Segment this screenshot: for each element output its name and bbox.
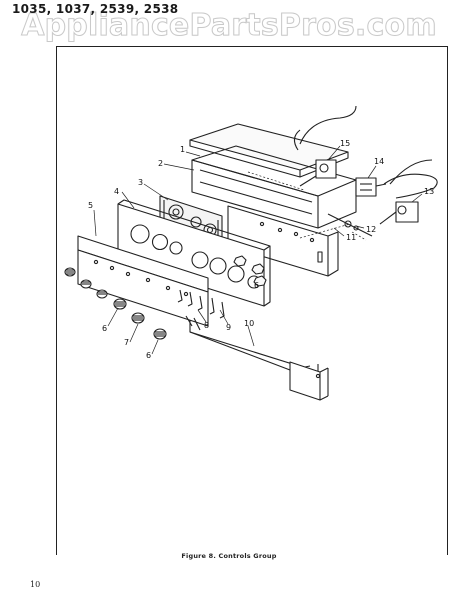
knob-e: [131, 312, 145, 324]
part-15-probe: [293, 105, 357, 187]
knob-f: [153, 328, 167, 340]
figure-frame: [56, 46, 448, 555]
callout-6c: 6: [254, 281, 259, 290]
part-10-lower-channel: [189, 320, 329, 401]
knob-c: [96, 289, 108, 299]
callout-lines: [93, 145, 423, 355]
model-numbers: 1035, 1037, 2539, 2538: [12, 2, 179, 16]
callout-14: 14: [374, 157, 384, 166]
knob-a: [64, 267, 76, 277]
callout-4: 4: [114, 187, 119, 196]
part-5-front-trim: [77, 235, 209, 327]
part-14-switch: [355, 159, 433, 197]
leader-lines: [247, 171, 367, 241]
callout-5: 5: [88, 201, 93, 210]
watermark-text: AppliancePartsPros.com: [21, 8, 437, 44]
knobs-group: [64, 267, 167, 340]
callout-12: 12: [366, 225, 376, 234]
callout-8: 8: [204, 321, 209, 330]
part-1-top-bracket: [189, 123, 349, 178]
callout-6a: 6: [102, 324, 107, 333]
callout-15: 15: [340, 139, 350, 148]
callout-labels: 1 2 3 4 5 6 7 6 8 9 10 11 12 13 14 15 6: [88, 139, 434, 360]
part-8-9-clips: [177, 289, 225, 331]
hex-nuts: [233, 255, 267, 287]
knob-b: [80, 279, 92, 289]
figure-caption: Figure 8. Controls Group: [181, 552, 277, 560]
callout-2: 2: [158, 159, 163, 168]
callout-9: 9: [226, 323, 231, 332]
callout-11: 11: [346, 233, 356, 242]
callout-13: 13: [424, 187, 434, 196]
callout-3: 3: [138, 178, 143, 187]
callout-1: 1: [180, 145, 185, 154]
callout-7: 7: [124, 338, 129, 347]
part-13-thermostat: [379, 173, 438, 225]
knob-d: [113, 298, 127, 310]
callout-6b: 6: [146, 351, 151, 360]
page-number: 10: [30, 580, 41, 589]
part-12-shaft: [327, 213, 373, 237]
callout-10: 10: [244, 319, 254, 328]
